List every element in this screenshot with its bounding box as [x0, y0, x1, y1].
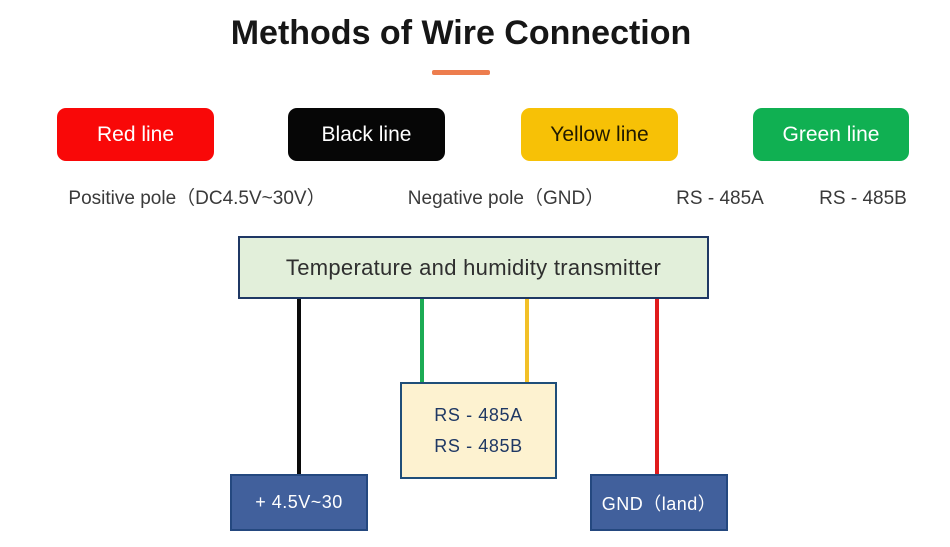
- yellow-wire: [525, 298, 529, 384]
- green-wire: [420, 298, 424, 384]
- ground-terminal-label: GND（land）: [601, 493, 717, 514]
- yellow-line-description: RS - 485A: [676, 188, 764, 209]
- page-title: Methods of Wire Connection: [230, 14, 692, 52]
- rs485-terminal-box: RS - 485A RS - 485B: [400, 382, 557, 479]
- legend-chip-label: Red line: [96, 122, 175, 146]
- legend-chip-label: Yellow line: [550, 122, 649, 146]
- transmitter-box: Temperature and humidity transmitter: [238, 236, 709, 299]
- legend-chip-label: Black line: [321, 122, 412, 146]
- rs485a-label: RS - 485A: [434, 405, 523, 425]
- green-line-description: RS - 485B: [819, 188, 907, 209]
- legend-chip-red-line: Red line: [57, 108, 214, 161]
- legend-chip-yellow-line: Yellow line: [521, 108, 678, 161]
- legend-chip-green-line: Green line: [753, 108, 909, 161]
- power-terminal-label: + 4.5V~30: [255, 492, 343, 512]
- power-terminal-box: + 4.5V~30: [230, 474, 368, 531]
- red-line-description: Positive pole（DC4.5V~30V）: [68, 188, 326, 209]
- red-wire: [655, 298, 659, 475]
- black-wire: [297, 298, 301, 475]
- legend-chip-label: Green line: [782, 122, 880, 146]
- rs485b-label: RS - 485B: [434, 436, 523, 456]
- title-underline-accent: [432, 70, 490, 75]
- transmitter-label: Temperature and humidity transmitter: [285, 254, 662, 280]
- black-line-description: Negative pole（GND）: [407, 188, 605, 209]
- ground-terminal-box: GND（land）: [590, 474, 728, 531]
- legend-chip-black-line: Black line: [288, 108, 445, 161]
